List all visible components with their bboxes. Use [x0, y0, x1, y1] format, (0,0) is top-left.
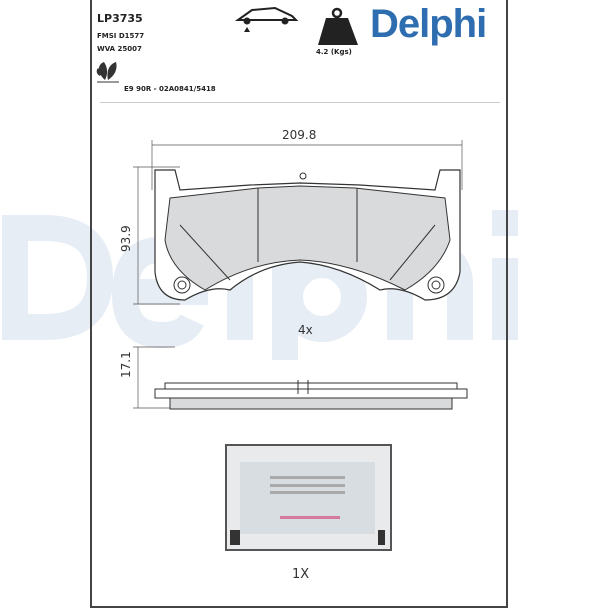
divider [100, 102, 500, 103]
wva-code: WVA 25007 [97, 45, 142, 53]
pad-quantity: 4x [298, 323, 313, 337]
pad-side-view: 17.1 [119, 346, 468, 410]
approval-code: E9 90R - 02A0841/5418 [124, 85, 216, 93]
accessory-quantity: 1X [292, 567, 310, 582]
width-dimension: 209.8 [282, 128, 316, 142]
fmsi-code: FMSI D1577 [97, 32, 145, 40]
part-number: LP3735 [97, 12, 143, 25]
weight-icon [318, 7, 358, 45]
thickness-dimension: 17.1 [119, 351, 133, 378]
grease-sachet-image [225, 444, 392, 551]
weight-label: 4.2 (Kgs) [316, 48, 352, 56]
eco-leaf-icon [96, 62, 119, 83]
brand-logo: Delphi [370, 2, 487, 46]
height-dimension: 93.9 [119, 225, 133, 252]
car-on-lift-icon [234, 6, 299, 32]
pad-front-view: 209.8 93.9 4x [119, 128, 463, 337]
